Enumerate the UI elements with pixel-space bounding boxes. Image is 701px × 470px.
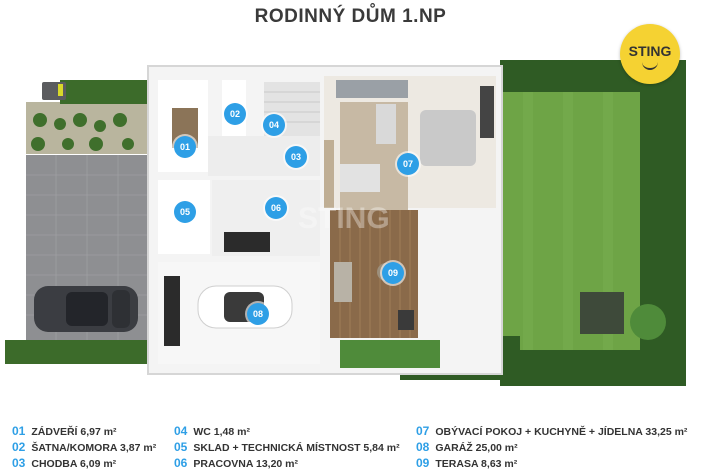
room-marker-06: 06 <box>265 197 287 219</box>
car-outside <box>34 286 138 332</box>
page-title: RODINNÝ DŮM 1.NP <box>254 6 447 27</box>
room-marker-01: 01 <box>174 136 196 158</box>
garden-bed <box>580 292 624 334</box>
bottom-hedge <box>5 340 148 364</box>
room-marker-04: 04 <box>263 114 285 136</box>
floor-plan: STING <box>5 60 686 386</box>
room-marker-02: 02 <box>224 103 246 125</box>
room-marker-09: 09 <box>382 262 404 284</box>
room-marker-07: 07 <box>397 153 419 175</box>
front-hedge <box>60 80 148 104</box>
watermark: STING <box>298 202 390 235</box>
room-marker-03: 03 <box>285 146 307 168</box>
logo-smile-icon <box>642 62 658 70</box>
sting-logo: STING <box>620 24 680 84</box>
room-marker-08: 08 <box>247 303 269 325</box>
room-marker-05: 05 <box>174 201 196 223</box>
logo-text: STING <box>628 43 672 59</box>
